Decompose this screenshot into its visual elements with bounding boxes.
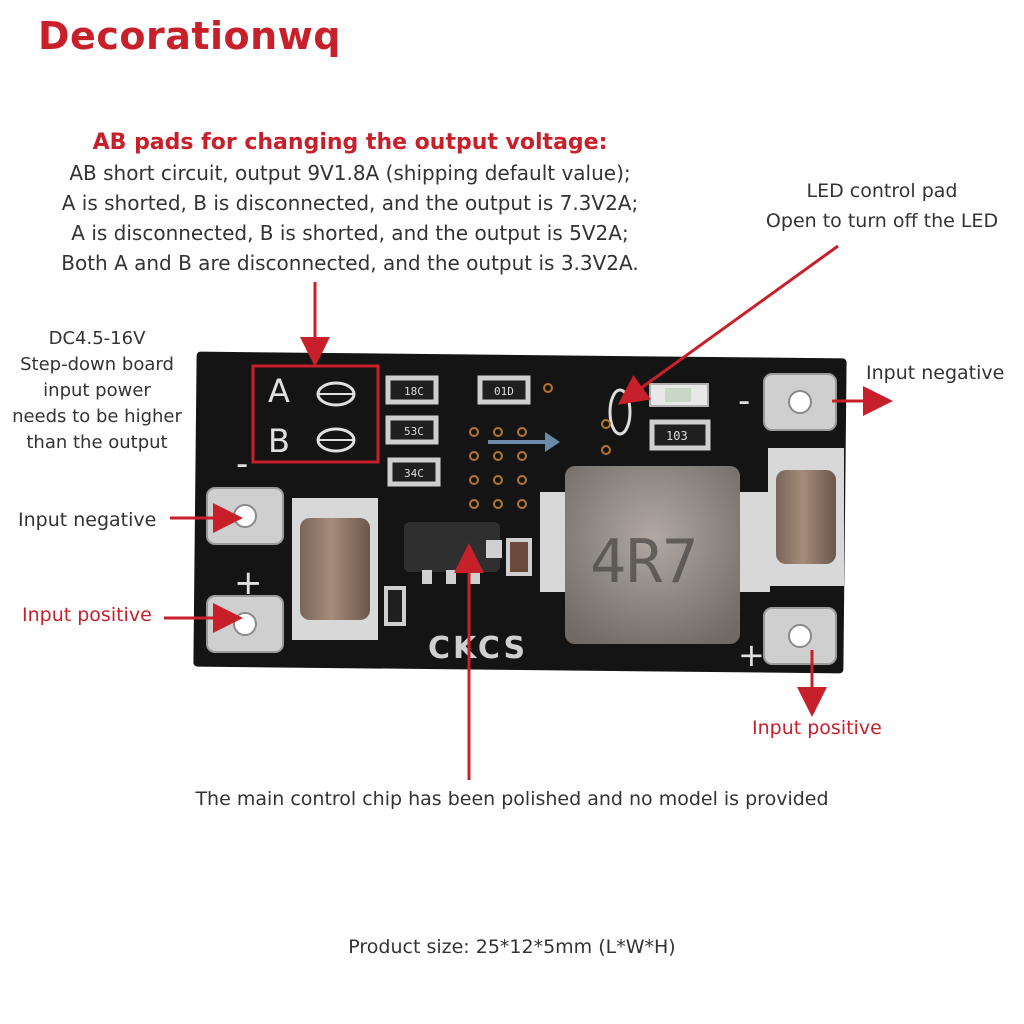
left-input-negative-label: Input negative bbox=[18, 509, 157, 531]
input-voltage-line: DC4.5-16V bbox=[48, 328, 146, 349]
left-minus-mark: - bbox=[236, 444, 248, 484]
product-size: Product size: 25*12*5mm (L*W*H) bbox=[348, 936, 676, 958]
led-pad-arrow bbox=[617, 244, 839, 405]
main-control-chip bbox=[404, 522, 500, 572]
via-array bbox=[469, 383, 611, 509]
svg-text:18C: 18C bbox=[404, 385, 424, 398]
ab-pads-line: Both A and B are disconnected, and the o… bbox=[61, 251, 639, 275]
left-positive-hole-icon bbox=[233, 612, 257, 636]
svg-text:01D: 01D bbox=[494, 385, 514, 398]
smd-capacitor-small bbox=[506, 538, 532, 576]
smd-resistor: 34C bbox=[387, 457, 441, 487]
current-direction-arrowhead-icon bbox=[545, 432, 560, 452]
led-lens bbox=[665, 388, 691, 402]
right-positive-hole-icon bbox=[788, 624, 812, 648]
smd-resistor: 01D bbox=[477, 375, 531, 405]
right-negative-hole-icon bbox=[788, 390, 812, 414]
ab-pads-line: AB short circuit, output 9V1.8A (shippin… bbox=[69, 161, 631, 185]
pad-a-label: A bbox=[268, 372, 290, 410]
ab-pads-line: A is disconnected, B is shorted, and the… bbox=[71, 221, 629, 245]
input-voltage-line: than the output bbox=[26, 432, 168, 453]
left-input-positive-label: Input positive bbox=[22, 604, 152, 626]
inductor-marking: 4R7 bbox=[590, 527, 698, 597]
chip-note: The main control chip has been polished … bbox=[195, 788, 829, 810]
smd-resistor: 18C bbox=[385, 375, 439, 405]
svg-text:53C: 53C bbox=[404, 425, 424, 438]
left-negative-hole-icon bbox=[233, 504, 257, 528]
right-input-negative-label: Input negative bbox=[866, 362, 1005, 384]
board-logo: CKCS bbox=[428, 631, 528, 666]
ab-pads-title: AB pads for changing the output voltage: bbox=[92, 130, 608, 155]
ab-pads-description: AB pads for changing the output voltage:… bbox=[30, 128, 670, 278]
right-plus-mark: + bbox=[738, 636, 765, 674]
smd-resistor-small bbox=[384, 586, 406, 626]
brand-watermark: Decorationwq bbox=[38, 14, 341, 58]
led-note-line: Open to turn off the LED bbox=[765, 210, 999, 232]
smd-resistor: 53C bbox=[385, 415, 439, 445]
input-voltage-line: needs to be higher bbox=[12, 406, 182, 427]
led-note-line: LED control pad bbox=[806, 180, 958, 202]
output-capacitor bbox=[776, 470, 836, 564]
ab-pads-line: A is shorted, B is disconnected, and the… bbox=[61, 191, 639, 215]
inductor bbox=[565, 466, 740, 644]
input-voltage-line: Step-down board bbox=[20, 354, 174, 375]
svg-text:103: 103 bbox=[666, 429, 688, 443]
input-voltage-line: input power bbox=[43, 380, 151, 401]
right-input-positive-label: Input positive bbox=[752, 717, 882, 739]
pad-b-label: B bbox=[268, 422, 290, 460]
input-voltage-note: DC4.5-16V Step-down board input power ne… bbox=[2, 326, 192, 456]
led-control-note: LED control pad Open to turn off the LED bbox=[740, 176, 1024, 236]
smd-resistor: 103 bbox=[649, 419, 711, 451]
chip-pins bbox=[422, 540, 502, 584]
right-minus-mark: - bbox=[738, 381, 750, 421]
svg-text:34C: 34C bbox=[404, 467, 424, 480]
input-capacitor bbox=[300, 518, 370, 620]
